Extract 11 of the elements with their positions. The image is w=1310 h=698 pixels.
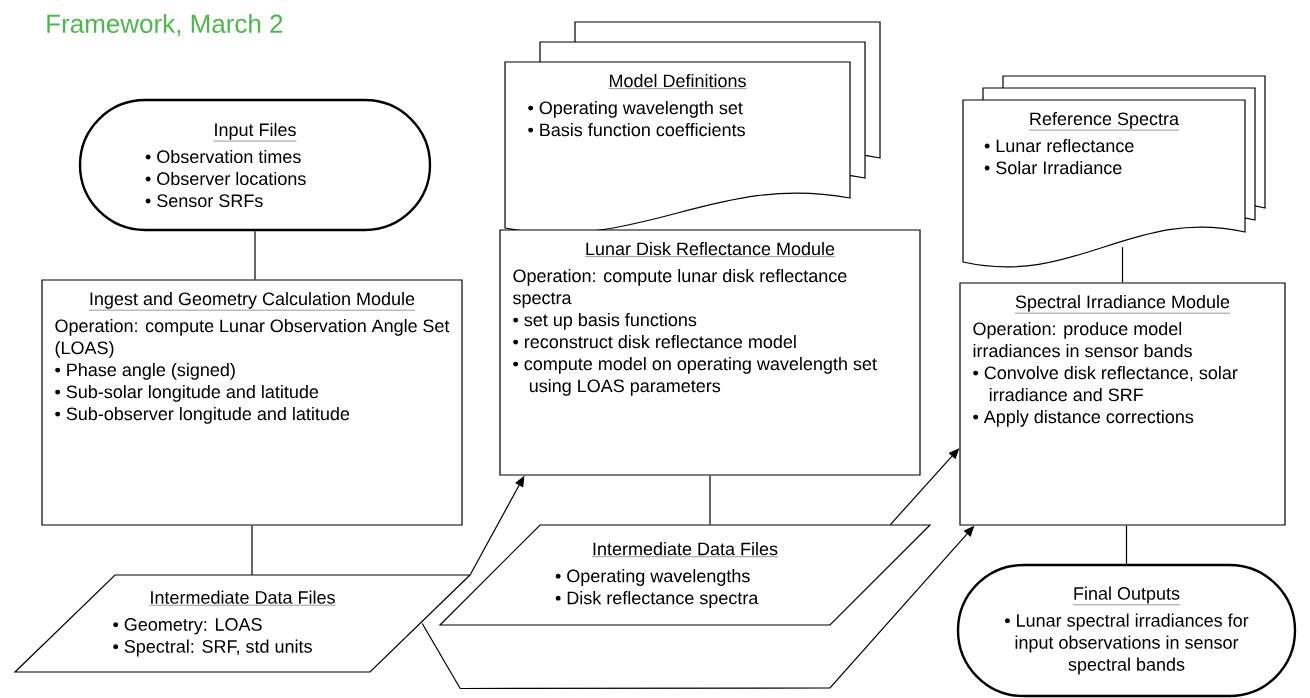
connector-line [251, 525, 253, 576]
connector-line [1121, 246, 1124, 283]
connector-line [1125, 525, 1128, 565]
document-stack: Model Definitions • Operating wavelength set • Basis function coefficients [504, 21, 881, 234]
process-box: Ingest and Geometry Calculation Module Operation: compute Lunar Observation Angle Set (LOAS) • Phase angle (signed) • Sub-solar longitude and latitude • Sub-observer longitude and latitude [41, 279, 463, 526]
connector-line [254, 230, 256, 280]
process-box: Spectral Irradiance Module Operation: produce model irradiances in sensor bands • Convolve disk reflectance, solar irradiance and SRF • Apply distance corrections [959, 282, 1286, 526]
title: Framework, March 2 [47, 13, 283, 37]
connector-line [709, 475, 711, 526]
process-box: Lunar Disk Reflectance Module Operation: compute lunar disk reflectance spectra • set up basis functions • reconstruct disk reflectance model • compute model on operating wavelength set using LOAS parameters [499, 229, 921, 476]
document-stack: Reference Spectra • Lunar reflectance • Solar Irradiance [962, 75, 1266, 268]
